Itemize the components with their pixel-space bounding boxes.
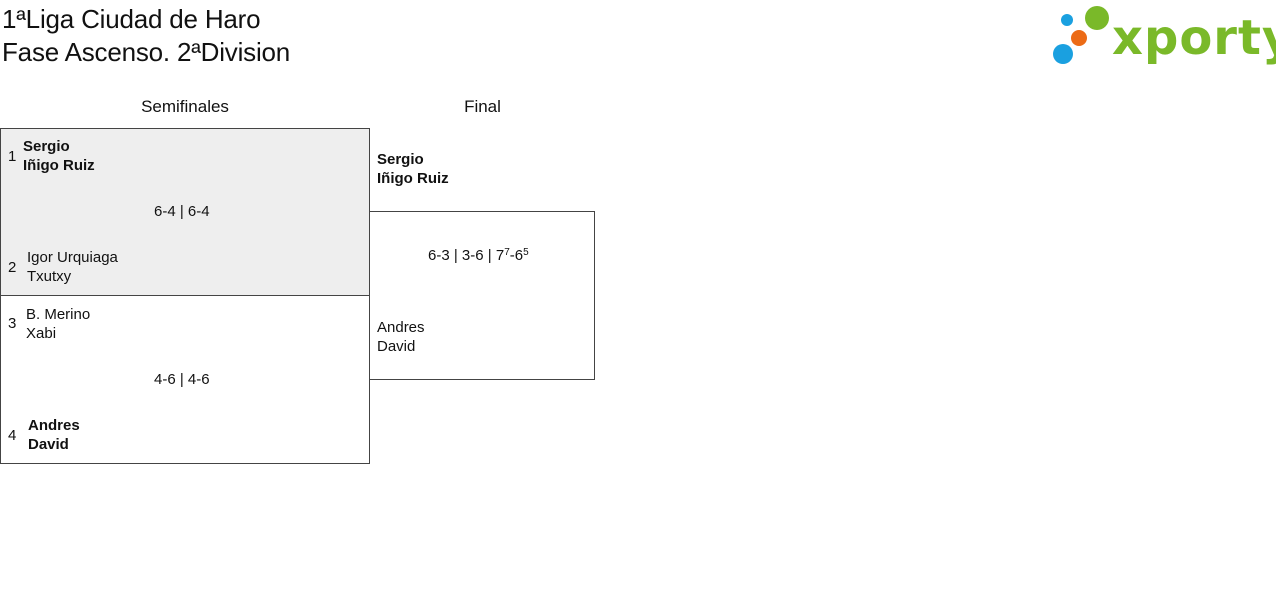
player-name: Sergio [23,138,70,155]
title-line-2: Fase Ascenso. 2ªDivision [2,37,291,67]
seed-number: 2 [8,259,17,276]
set-score: 3-6 [461,247,484,264]
seed-number: 4 [8,427,17,444]
tiebreak-score: 5 [523,247,529,258]
match-score: 4-6 | 4-6 [154,371,210,388]
round-final-label: Final [464,97,501,116]
player-name: Xabi [26,325,57,342]
player-name: Txutxy [27,268,72,285]
player-name: Andres [28,417,80,434]
team-entry-winner[interactable]: Andres David [28,416,80,454]
player-name: Igor Urquiaga [27,249,118,266]
player-name: Sergio [377,151,424,168]
player-name: Iñigo Ruiz [377,170,449,187]
player-name: David [28,436,69,453]
logo-dot-green-large [1085,6,1109,30]
semifinal-match-1[interactable]: 1 Sergio Iñigo Ruiz 6-4 | 6-4 2 Igor Urq… [0,128,370,296]
team-entry[interactable]: B. Merino Xabi [26,305,90,343]
tournament-title: 1ªLiga Ciudad de Haro Fase Ascenso. 2ªDi… [2,3,290,69]
final-team-winner[interactable]: Sergio Iñigo Ruiz [377,150,449,188]
set-score: 7 [495,247,505,264]
final-score: 6-3 | 3-6 | 77-65 [428,247,529,264]
seed-number: 3 [8,315,17,332]
title-line-1: 1ªLiga Ciudad de Haro [2,4,261,34]
player-name: Iñigo Ruiz [23,157,95,174]
final-team[interactable]: Andres David [377,318,425,356]
team-entry-winner[interactable]: Sergio Iñigo Ruiz [23,137,95,175]
seed-number: 1 [8,148,17,165]
tiebreak-score: 7 [504,247,510,258]
player-name: David [377,338,416,355]
logo-wordmark: xporty [1112,10,1276,66]
semifinal-match-2[interactable]: 3 B. Merino Xabi 4-6 | 4-6 4 Andres Davi… [0,295,370,464]
final-match[interactable]: 6-3 | 3-6 | 77-65 Andres David [369,211,595,380]
logo-dot-blue-large [1053,44,1073,64]
set-score: 6 [514,247,524,264]
logo-dot-blue-small [1061,14,1073,26]
player-name: Andres [377,319,425,336]
match-score: 6-4 | 6-4 [154,203,210,220]
set-score: 6-3 [428,247,450,264]
team-entry[interactable]: Igor Urquiaga Txutxy [27,248,118,286]
logo-dot-orange [1071,30,1087,46]
player-name: B. Merino [26,306,91,323]
round-semifinales-label: Semifinales [141,97,229,116]
xporty-logo[interactable]: xporty [1050,4,1276,68]
